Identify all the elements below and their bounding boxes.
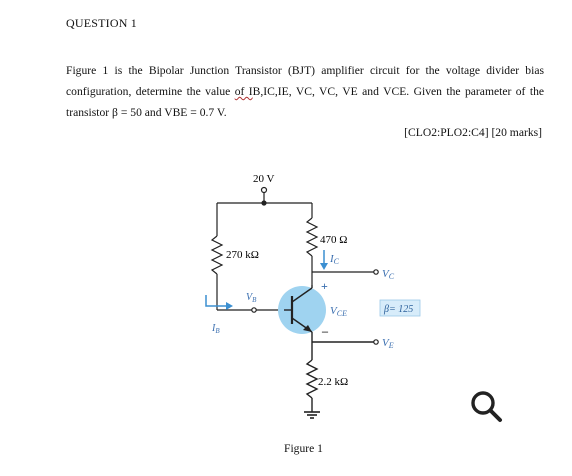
vce-label: VCE xyxy=(330,305,347,318)
ib-arrow-icon xyxy=(205,295,228,307)
vce-minus-sign: – xyxy=(321,324,329,338)
question-line-2: configuration, determine the value of IB… xyxy=(66,81,544,102)
vce-plus-sign: + xyxy=(321,279,328,293)
ib-label: IB xyxy=(211,323,220,335)
collector-resistor xyxy=(305,217,319,257)
question-heading: QUESTION 1 xyxy=(66,16,137,30)
emitter-resistor xyxy=(305,359,319,399)
ve-label: VE xyxy=(382,337,394,350)
base-resistor-label: 270 kΩ xyxy=(226,249,259,261)
emitter-arrow-icon xyxy=(303,325,312,332)
ground-icon xyxy=(304,411,320,419)
question-line-2b: B,IC,IE, VC, VC, VE and VCE. Given the p… xyxy=(252,85,545,98)
question-line-3: transistor β = 50 and VBE = 0.7 V. xyxy=(66,106,227,119)
ve-terminal xyxy=(373,339,379,345)
magnifier-icon[interactable] xyxy=(468,388,504,424)
beta-label: β= 125 xyxy=(383,304,413,315)
vb-label: VB xyxy=(246,292,257,304)
emitter-resistor-label: 2.2 kΩ xyxy=(318,376,348,388)
marks-label: [CLO2:PLO2:C4] [20 marks] xyxy=(404,126,542,139)
supply-terminal xyxy=(260,186,268,194)
question-line-1: Figure 1 is the Bipolar Junction Transis… xyxy=(66,64,544,77)
ic-label: IC xyxy=(329,253,340,266)
vc-terminal xyxy=(373,269,379,275)
supply-label: 20 V xyxy=(253,173,275,185)
question-text: Figure 1 is the Bipolar Junction Transis… xyxy=(66,60,544,123)
base-resistor xyxy=(210,235,224,275)
figure-caption: Figure 1 xyxy=(284,442,323,455)
question-line-2a: configuration, determine the value xyxy=(66,85,235,98)
beta-box xyxy=(379,299,421,317)
vc-label: VC xyxy=(382,268,395,281)
question-line-2-of: of I xyxy=(234,85,253,98)
collector-resistor-label: 470 Ω xyxy=(320,234,347,246)
transistor-body xyxy=(278,286,326,334)
